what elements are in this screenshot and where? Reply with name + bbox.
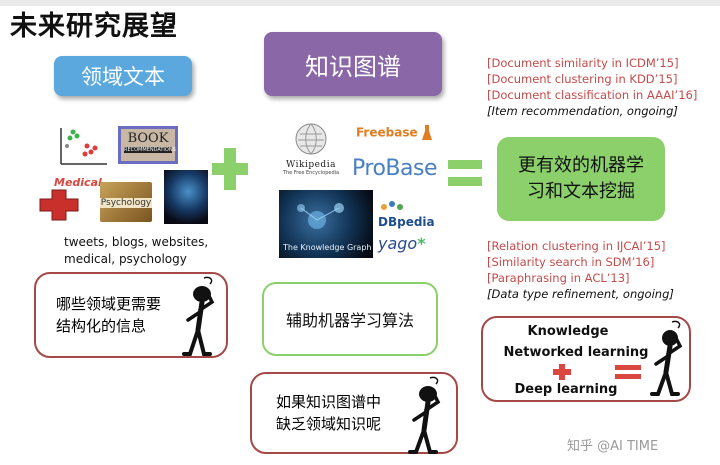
book-sublabel: RECOMMENDATIONS (124, 147, 176, 153)
top-border (0, 0, 720, 6)
thinking-figure-icon (650, 320, 683, 396)
medical-label: Medical (54, 176, 102, 189)
question-line2: 结构化的信息 (56, 317, 147, 335)
medical-cross-icon (39, 189, 79, 221)
wikipedia-label: Wikipedia (286, 160, 336, 170)
effective-ml-line1: 更有效的机器学 (518, 154, 644, 176)
question-box-domains: 哪些领域更需要 结构化的信息 (34, 272, 228, 358)
probase-label: ProBase (352, 156, 437, 181)
references-graph-learning: [Relation clustering in IJCAI’15] [Simil… (487, 238, 674, 302)
question-line1: 如果知识图谱中 (276, 392, 382, 411)
medical-image: Medical (38, 176, 102, 222)
plus-icon (212, 148, 248, 190)
dbpedia-dots-icon (381, 201, 403, 210)
source-description-line1: tweets, blogs, websites, (64, 235, 209, 249)
thinking-figure-icon (408, 376, 441, 454)
flask-icon (421, 125, 432, 140)
equals-icon (448, 160, 482, 186)
dbpedia-logo: DBpedia (378, 198, 435, 229)
knowledge-learning-box: Knowledge Networked learning Deep learni… (481, 316, 691, 402)
assisted-ml-box: 辅助机器学习算法 (262, 282, 438, 356)
knowledge-label: Knowledge (527, 324, 609, 339)
thinking-figure-icon (182, 276, 215, 356)
freebase-logo: Freebase (356, 124, 432, 142)
watermark: 知乎 @AI TIME (567, 439, 659, 454)
ref-line: [Similarity search in SDM’16] (487, 255, 655, 269)
network-nodes-icon (297, 203, 344, 229)
ref-line: [Paraphrasing in ACL’13] (487, 271, 630, 285)
freebase-label: Freebase (356, 125, 418, 140)
book-label: BOOK (127, 131, 169, 146)
question-line1: 哪些领域更需要 (56, 294, 162, 313)
domain-text-box: 领域文本 (54, 56, 192, 96)
red-plus-icon (553, 364, 571, 380)
yago-label: yago (378, 234, 418, 253)
yago-star-icon: * (417, 234, 426, 253)
page-title: 未来研究展望 (10, 11, 178, 42)
yago-logo: yago* (378, 234, 426, 253)
knowledge-graph-box: 知识图谱 (264, 32, 442, 96)
probase-logo: ProBase (352, 156, 437, 181)
book-recommendations-image: BOOK RECOMMENDATIONS (118, 126, 178, 164)
wikipedia-sublabel: The Free Encyclopedia (282, 170, 340, 176)
ref-line: [Relation clustering in IJCAI’15] (487, 239, 666, 253)
ref-line-ongoing: [Data type refinement, ongoing] (487, 287, 674, 301)
ref-line-ongoing: [Item recommendation, ongoing] (487, 104, 678, 118)
effective-ml-box: 更有效的机器学 习和文本挖掘 (497, 137, 665, 221)
ref-line: [Document clustering in KDD’15] (487, 72, 678, 86)
networked-learning-label: Networked learning (503, 345, 649, 360)
knowledge-graph-caption: The Knowledge Graph (283, 243, 372, 252)
question-line2: 缺乏领域知识呢 (276, 415, 382, 433)
deep-learning-label: Deep learning (514, 382, 618, 397)
source-description-line2: medical, psychology (64, 252, 187, 266)
references-text-mining: [Document similarity in ICDM’15] [Docume… (487, 55, 697, 119)
psychology-label: Psychology (100, 198, 152, 208)
effective-ml-line2: 习和文本挖掘 (527, 181, 635, 202)
source-description: tweets, blogs, websites, medical, psycho… (64, 234, 208, 268)
psychology-image: Psychology (100, 182, 152, 222)
ref-line: [Document classification in AAAI’16] (487, 88, 698, 102)
wikipedia-logo: Wikipedia The Free Encyclopedia (282, 122, 340, 182)
ref-line: [Document similarity in ICDM’15] (487, 56, 679, 70)
red-equals-icon (615, 365, 641, 379)
knowledge-graph-image: The Knowledge Graph (279, 190, 373, 258)
scatter-plot-icon (60, 128, 107, 165)
wikipedia-globe-icon (295, 123, 327, 155)
dbpedia-label: DBpedia (378, 215, 435, 229)
brain-image (164, 170, 208, 224)
